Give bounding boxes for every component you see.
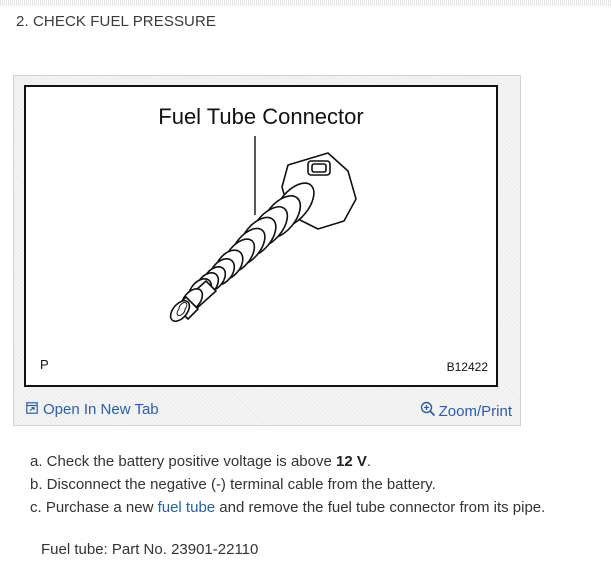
zoom-print-link[interactable]: Zoom/Print bbox=[420, 401, 512, 421]
voltage-value: 12 V bbox=[336, 453, 367, 470]
figure-actions: Open In New Tab Zoom/Print bbox=[26, 401, 512, 423]
zoom-icon bbox=[420, 401, 436, 421]
figure-panel: Fuel Tube Connector P B12422 Open In New… bbox=[13, 75, 521, 426]
instruction-list: a. Check the battery positive voltage is… bbox=[30, 450, 545, 519]
part-number: Fuel tube: Part No. 23901-22110 bbox=[41, 541, 259, 558]
top-divider bbox=[0, 0, 611, 6]
step-title: 2. CHECK FUEL PRESSURE bbox=[16, 13, 217, 30]
figure-code: B12422 bbox=[446, 360, 488, 374]
diagram-corner-label: P bbox=[40, 357, 49, 372]
instruction-c-end: and remove the fuel tube connector from … bbox=[215, 499, 546, 516]
instruction-b: b. Disconnect the negative (-) terminal … bbox=[30, 476, 436, 493]
instruction-a: a. Check the battery positive voltage is… bbox=[30, 450, 545, 473]
instruction-c-text: c. Purchase a new bbox=[30, 499, 158, 516]
connector-illustration bbox=[169, 136, 357, 323]
open-in-new-tab-label: Open In New Tab bbox=[43, 401, 159, 418]
instruction-c: c. Purchase a new fuel tube and remove t… bbox=[30, 496, 545, 519]
fuel-tube-link[interactable]: fuel tube bbox=[157, 499, 216, 516]
fuel-tube-connector-diagram: Fuel Tube Connector P B12422 bbox=[24, 85, 498, 387]
open-in-new-tab-link[interactable]: Open In New Tab bbox=[26, 401, 159, 418]
instruction-a-text: a. Check the battery positive voltage is… bbox=[30, 453, 337, 470]
instruction-a-end: . bbox=[366, 453, 372, 470]
open-new-tab-icon bbox=[26, 401, 38, 418]
diagram-title: Fuel Tube Connector bbox=[158, 104, 364, 129]
zoom-print-label: Zoom/Print bbox=[438, 402, 512, 420]
